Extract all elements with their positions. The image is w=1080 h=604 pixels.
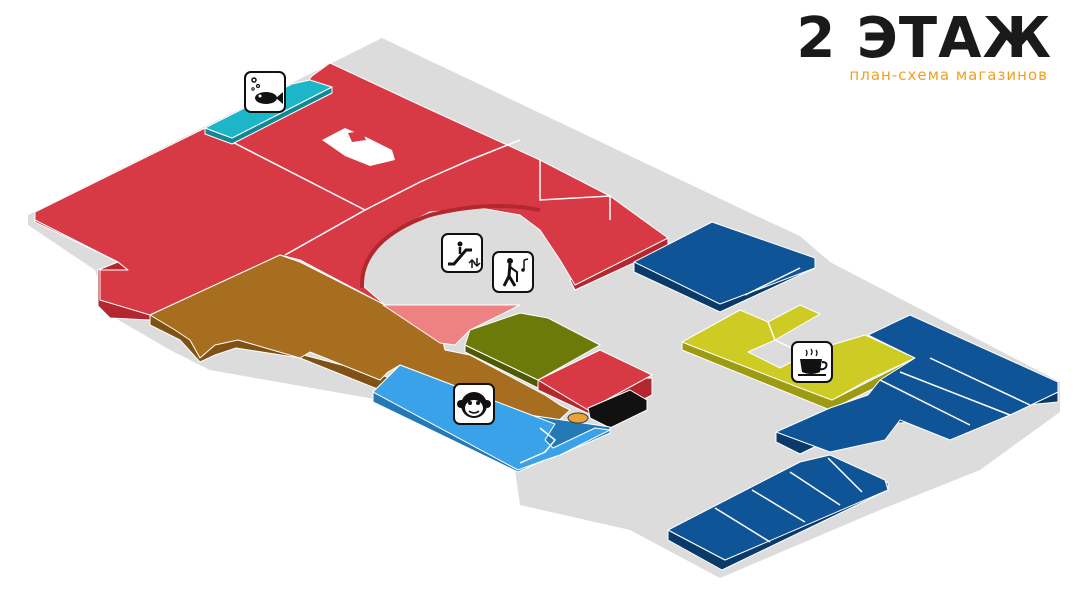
floor-title: 2 ЭТАЖ: [796, 6, 1052, 71]
dark-blue-north-divider: [744, 267, 801, 296]
dark-blue-south-divider-4: [827, 457, 863, 493]
title-block: 2 ЭТАЖ план-схема магазинов: [796, 6, 1052, 85]
floor-subtitle: план-схема магазинов: [849, 66, 1048, 84]
red-divider-3: [539, 160, 611, 220]
black-shop[interactable]: [587, 389, 648, 429]
dark-blue-south-divider-2: [751, 489, 806, 523]
coffee-cup-icon[interactable]: [791, 341, 833, 383]
kiosk-marker[interactable]: [567, 412, 589, 424]
red-zone-group: [34, 62, 669, 321]
dark-blue-east-divider-1: [879, 379, 971, 426]
dark-blue-east[interactable]: [775, 314, 1059, 453]
dark-blue-south-group: [667, 454, 889, 571]
red-small-shop-group: [537, 349, 653, 421]
dark-blue-east-group: [775, 314, 1059, 455]
dark-blue-south[interactable]: [667, 454, 889, 561]
boat-icon: [322, 128, 395, 166]
street-musician-icon[interactable]: [492, 251, 534, 293]
dark-blue-south-divider-1: [714, 507, 771, 543]
dark-blue-east-divider-3: [929, 357, 1031, 406]
escalator-icon[interactable]: [441, 233, 483, 273]
black-shop-group: [587, 389, 648, 429]
dark-blue-south-divider-3: [789, 471, 841, 506]
dark-blue-east-divider-2: [899, 371, 1011, 416]
aquarium-fish-icon[interactable]: [244, 71, 286, 113]
red-zone-main[interactable]: [34, 62, 669, 316]
light-blue-divider: [519, 427, 557, 464]
yellow-zone[interactable]: [681, 304, 916, 401]
red-divider-4: [364, 139, 521, 211]
dark-blue-north-group: [633, 221, 816, 313]
monkey-icon[interactable]: [453, 383, 495, 425]
courtyard-edge: [359, 204, 541, 289]
red-small-shop[interactable]: [537, 349, 653, 411]
pink-atrium[interactable]: [382, 304, 521, 346]
